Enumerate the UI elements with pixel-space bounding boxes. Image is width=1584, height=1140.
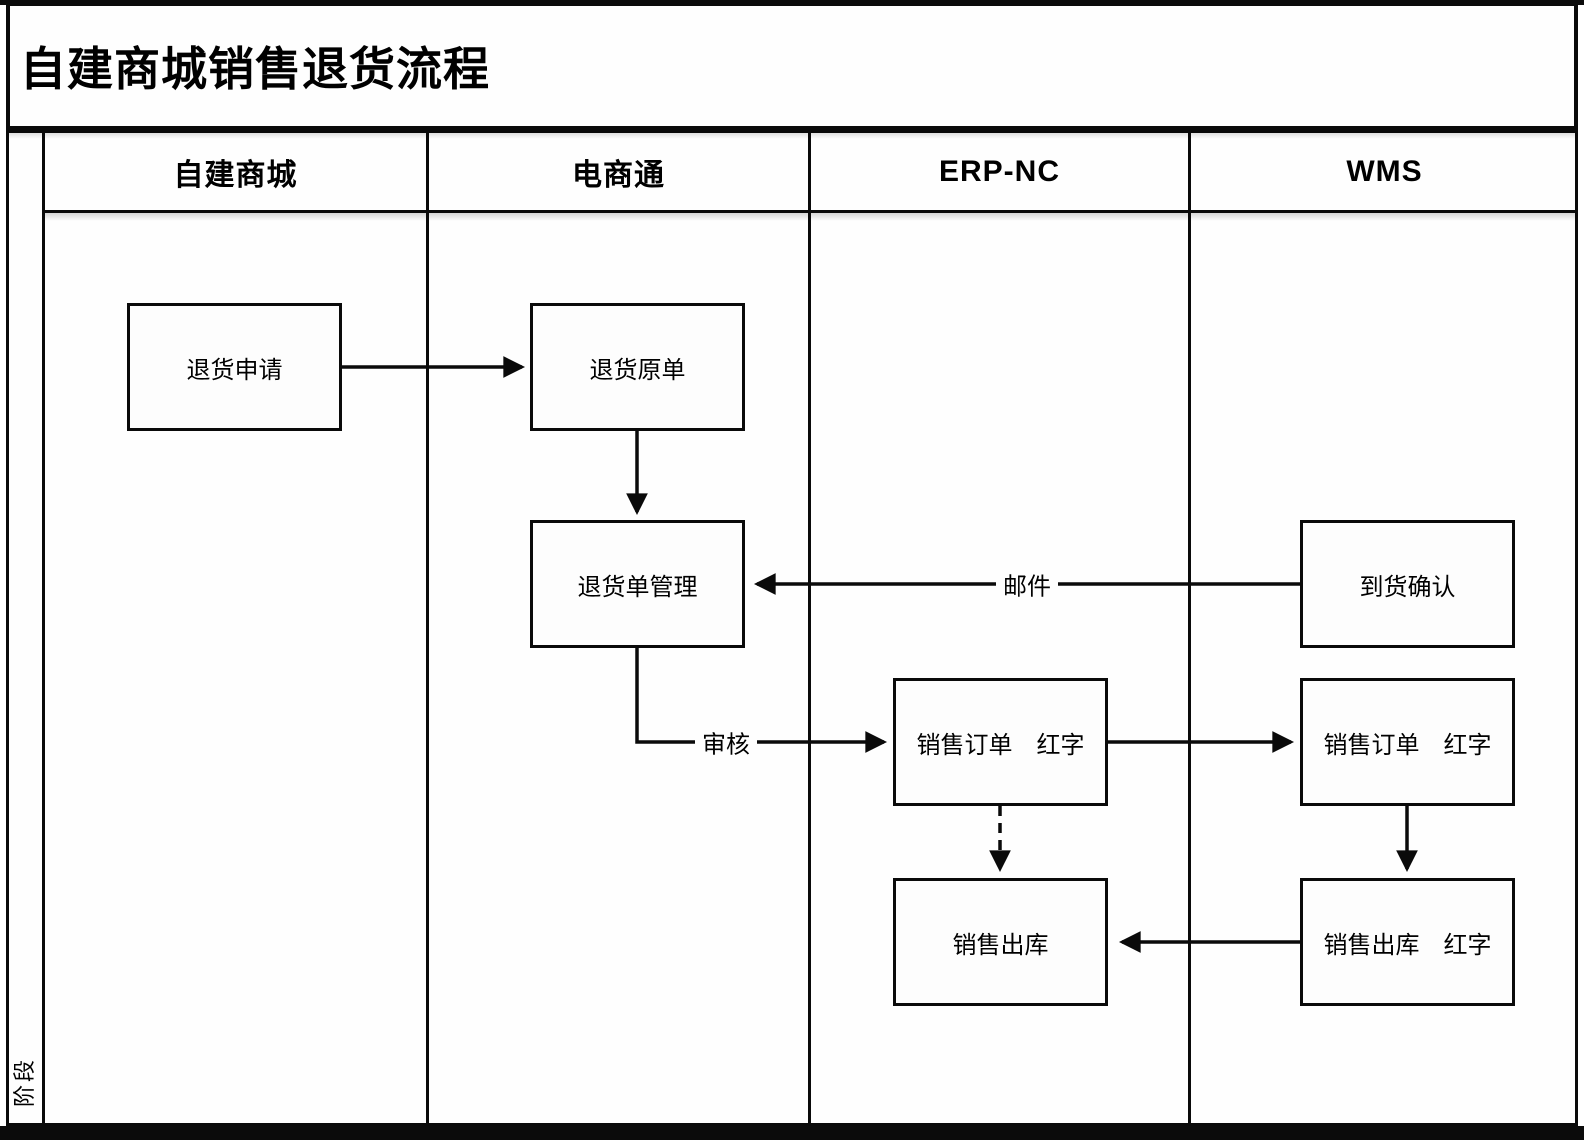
lane-header-dianshangtong: 电商通 (572, 158, 665, 192)
lane-divider-2 (808, 130, 811, 1126)
title-shadow (6, 131, 1578, 139)
node-return-request: 退货申请 (127, 303, 342, 431)
lane-divider-3 (1188, 130, 1191, 1126)
node-sales-outbound-red-wms: 销售出库 红字 (1300, 878, 1515, 1006)
page-top-edge (0, 0, 1584, 5)
diagram-title-block: 自建商城销售退货流程 (6, 2, 1578, 130)
page-bottom-edge (0, 1126, 1584, 1140)
node-sales-outbound-erp: 销售出库 (893, 878, 1108, 1006)
edge-management-to-sales-order-audit (635, 648, 888, 753)
node-return-order-management: 退货单管理 (530, 520, 745, 648)
lane-header-wms: WMS (1346, 154, 1423, 188)
node-sales-order-red-erp: 销售订单 红字 (893, 678, 1108, 806)
edge-label-email: 邮件 (996, 565, 1058, 603)
diagram-title: 自建商城销售退货流程 (20, 43, 490, 95)
node-return-original-order: 退货原单 (530, 303, 745, 431)
lane-header-erp-nc: ERP-NC (938, 154, 1060, 188)
node-sales-order-red-wms: 销售订单 红字 (1300, 678, 1515, 806)
stage-column-divider (42, 130, 45, 1126)
node-arrival-confirmation: 到货确认 (1300, 520, 1515, 648)
lane-header-separator (42, 210, 1578, 213)
edge-label-audit: 审核 (695, 723, 757, 761)
lane-divider-1 (426, 130, 429, 1126)
lane-header-self-built-mall: 自建商城 (173, 158, 298, 192)
